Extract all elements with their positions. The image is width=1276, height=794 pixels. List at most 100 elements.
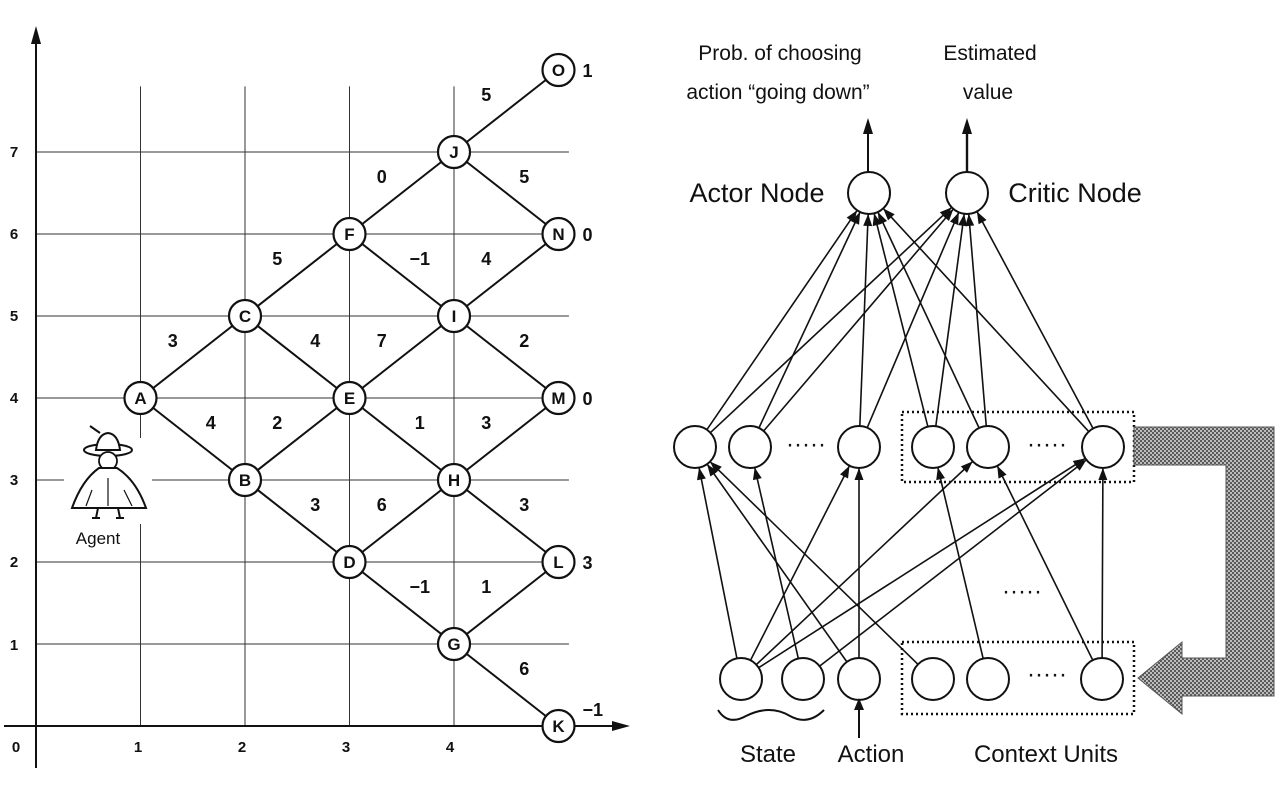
edge-weight-label: 2 — [519, 331, 529, 351]
edge-weight-label: 4 — [481, 249, 491, 269]
connection-arrowhead — [840, 465, 850, 479]
state-edge-c-e — [244, 315, 351, 399]
critic-output-arrowhead — [962, 118, 972, 134]
state-edge-c-f — [244, 233, 351, 317]
state-node-label: K — [552, 717, 565, 736]
edge-weight-label: 2 — [272, 413, 282, 433]
connection-h1-critic — [709, 206, 953, 434]
connection-arrowhead — [877, 212, 888, 225]
y-tick-label: 3 — [10, 472, 18, 489]
state-node-circle — [436, 626, 472, 662]
edge-weight-label: 0 — [377, 167, 387, 187]
terminal-reward-l: 3 — [583, 553, 593, 573]
state-edge-g-l — [453, 561, 560, 645]
connection-arrowhead — [707, 464, 718, 477]
connection-arrowhead — [958, 213, 968, 227]
y-tick-label: 1 — [10, 637, 18, 654]
network-unit-h1 — [673, 425, 717, 469]
network-unit-ic3 — [1080, 657, 1124, 701]
connection-h1-actor — [706, 209, 858, 431]
edge-weight-label: 5 — [519, 167, 529, 187]
network-unit-ic2 — [966, 657, 1010, 701]
state-node-o: O — [541, 52, 576, 88]
agent-label: Agent — [76, 529, 121, 548]
network-unit-i3 — [837, 657, 881, 701]
edge-weight-label: 3 — [168, 331, 178, 351]
network-unit-hc1 — [911, 425, 955, 469]
connection-arrowhead — [949, 212, 959, 226]
connection-h2-actor — [758, 211, 861, 429]
terminal-reward-k: −1 — [583, 700, 604, 720]
state-node-circle — [332, 380, 367, 416]
state-node-circle — [332, 544, 367, 580]
connection-arrowhead — [752, 467, 762, 481]
connection-i3-h1 — [706, 463, 848, 663]
grid-lines — [36, 86, 569, 726]
actor-output-caption: action “going down” — [686, 81, 869, 104]
edge-weight-label: 4 — [310, 331, 320, 351]
state-node-circle — [227, 298, 263, 334]
x-tick-label: 2 — [238, 739, 246, 756]
state-edge-f-i — [348, 233, 455, 317]
actor-node-label: Actor Node — [689, 178, 824, 208]
state-edge-i-n — [453, 233, 560, 317]
connection-i1-h1 — [698, 467, 738, 659]
state-node-label: C — [239, 307, 251, 326]
critic-output-caption: value — [963, 81, 1013, 104]
state-edge-f-j — [348, 151, 455, 235]
connection-h3-actor — [859, 213, 869, 427]
state-edge-j-o — [453, 69, 560, 153]
state-label: State — [740, 741, 796, 768]
connection-arrowhead — [936, 467, 945, 481]
state-node-label: O — [552, 61, 565, 80]
state-node-label: M — [551, 389, 565, 408]
connection-arrowhead — [863, 213, 873, 227]
connection-h3-critic — [866, 212, 960, 428]
connection-hc3-critic — [976, 211, 1094, 429]
action-input-arrowhead — [854, 698, 864, 710]
network-unit-hc2 — [966, 425, 1010, 469]
connection-h2-critic — [763, 208, 954, 432]
state-edge-h-m — [453, 397, 560, 481]
state-node-label: H — [448, 471, 460, 490]
state-node-label: N — [552, 225, 564, 244]
critic-output-caption: Estimated — [943, 42, 1036, 65]
y-tick-label: 4 — [10, 390, 19, 407]
state-node-n: N — [541, 216, 576, 252]
connection-i1-h3 — [749, 465, 851, 661]
ellipsis-middle: ····· — [1002, 578, 1042, 605]
edge-weight-label: 3 — [519, 495, 529, 515]
x-tick-labels: 0 1 2 3 4 — [12, 739, 455, 756]
state-node-label: L — [553, 553, 563, 572]
y-tick-labels: 1 2 3 4 5 6 7 — [10, 144, 19, 654]
state-node-circle — [332, 216, 367, 252]
state-node-m: M — [541, 380, 576, 416]
state-node-d: D — [332, 544, 367, 580]
edge-weight-label: 7 — [377, 331, 387, 351]
network-nodes — [673, 171, 1125, 701]
connection-arrowhead — [939, 207, 952, 219]
network-connections — [697, 206, 1108, 669]
connection-arrowhead — [942, 208, 954, 222]
state-node-g: G — [436, 626, 472, 662]
connection-arrowhead — [1074, 459, 1087, 471]
state-edge-a-b — [139, 397, 246, 481]
connection-hc3-actor — [882, 207, 1090, 433]
edge-weight-label: −1 — [409, 249, 430, 269]
state-node-label: A — [134, 389, 146, 408]
terminal-reward-m: 0 — [583, 389, 593, 409]
network-unit-h2 — [728, 425, 772, 469]
actor-output-arrowhead — [863, 118, 873, 134]
network-unit-h3 — [837, 425, 881, 469]
terminal-reward-o: 1 — [583, 61, 593, 81]
connection-hc2-actor — [877, 211, 980, 429]
connection-arrowhead — [710, 461, 722, 474]
network-unit-critic — [945, 171, 989, 215]
state-edge-e-i — [348, 315, 455, 399]
state-node-label: J — [449, 143, 458, 162]
state-edge-h-l — [453, 479, 560, 563]
connection-ic2-hc1 — [937, 467, 984, 659]
state-node-l: L — [541, 544, 576, 580]
context-input-box — [900, 640, 1136, 716]
